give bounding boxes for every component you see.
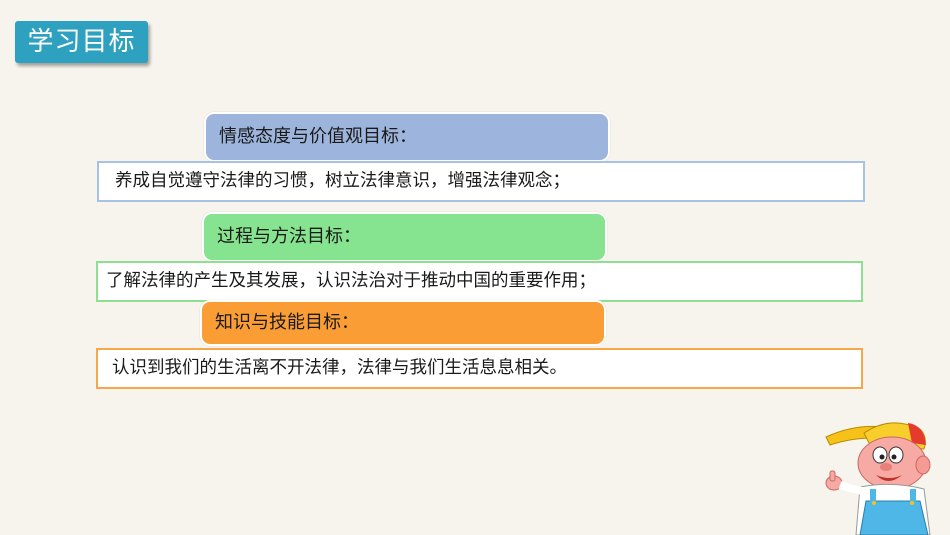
section-heading-process: 过程与方法目标：: [202, 212, 607, 262]
section-heading-knowledge: 知识与技能目标：: [200, 300, 606, 346]
section-content-knowledge: 认识到我们的生活离不开法律，法律与我们生活息息相关。: [96, 348, 863, 389]
section-content-process: 了解法律的产生及其发展，认识法治对于推动中国的重要作用；: [96, 261, 863, 302]
slide-title: 学习目标: [15, 21, 148, 63]
section-heading-attitude: 情感态度与价值观目标：: [204, 112, 610, 162]
cartoon-boy-mascot: [825, 422, 931, 535]
section-content-attitude: 养成自觉遵守法律的习惯，树立法律意识，增强法律观念；: [97, 161, 865, 202]
